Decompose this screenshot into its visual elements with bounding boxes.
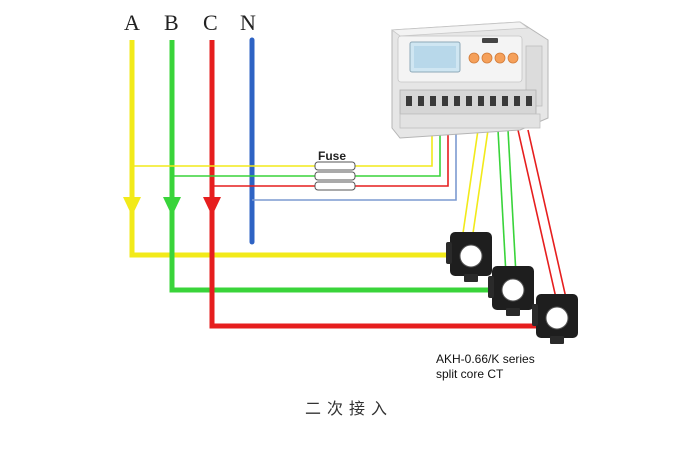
fuse-label: Fuse (318, 149, 346, 163)
ct-label-line2: split core CT (436, 367, 504, 381)
phase-a-label: A (124, 10, 140, 35)
ct-b-wire-2 (507, 129, 517, 276)
phase-c-label: C (203, 10, 218, 35)
fuse-block: Fuse (314, 149, 356, 191)
meter-terminals (406, 96, 532, 106)
meter-button (494, 52, 506, 64)
ct-secondary-wires (461, 129, 567, 299)
fuse-icon (314, 161, 356, 171)
phase-a-arrow (123, 197, 141, 216)
phase-n-label: N (240, 10, 256, 35)
meter-button (468, 52, 480, 64)
phase-c-arrow (203, 197, 221, 216)
meter-lcd-inner (414, 46, 456, 68)
ct-c-wire-1 (517, 129, 557, 299)
phase-b-label: B (164, 10, 179, 35)
phase-c-line (209, 40, 536, 329)
split-core-ct-icon (532, 294, 578, 344)
fuse-icon (314, 181, 356, 191)
sense-wire-c (212, 132, 449, 187)
ct-b-wire-1 (497, 129, 507, 276)
phase-lines (123, 37, 536, 329)
phase-b-arrow (163, 197, 181, 216)
voltage-sense-wires (132, 132, 457, 201)
meter-button (481, 52, 493, 64)
sense-wire-n (252, 132, 457, 201)
ct-label-line1: AKH-0.66/K series (436, 352, 535, 366)
ct-a-wire-2 (471, 129, 489, 241)
ct-c-wire-2 (527, 129, 567, 299)
meter-top-face (390, 21, 530, 37)
ct-a-wire-1 (461, 129, 479, 241)
meter-button (507, 52, 519, 64)
phase-labels: A B C N (124, 10, 256, 35)
meter-bottom-lip (399, 113, 541, 129)
phase-b-line (169, 40, 492, 293)
fuse-icon (314, 171, 356, 181)
split-core-ct-icon (446, 232, 492, 282)
diagram-caption: 二次接入 (305, 399, 393, 418)
sense-wire-b (172, 132, 441, 177)
sense-wire-a (132, 132, 433, 167)
meter-top-slot (482, 38, 498, 43)
energy-meter-icon (390, 21, 549, 139)
split-core-ct-icon (488, 266, 534, 316)
phase-a-line (129, 40, 450, 258)
